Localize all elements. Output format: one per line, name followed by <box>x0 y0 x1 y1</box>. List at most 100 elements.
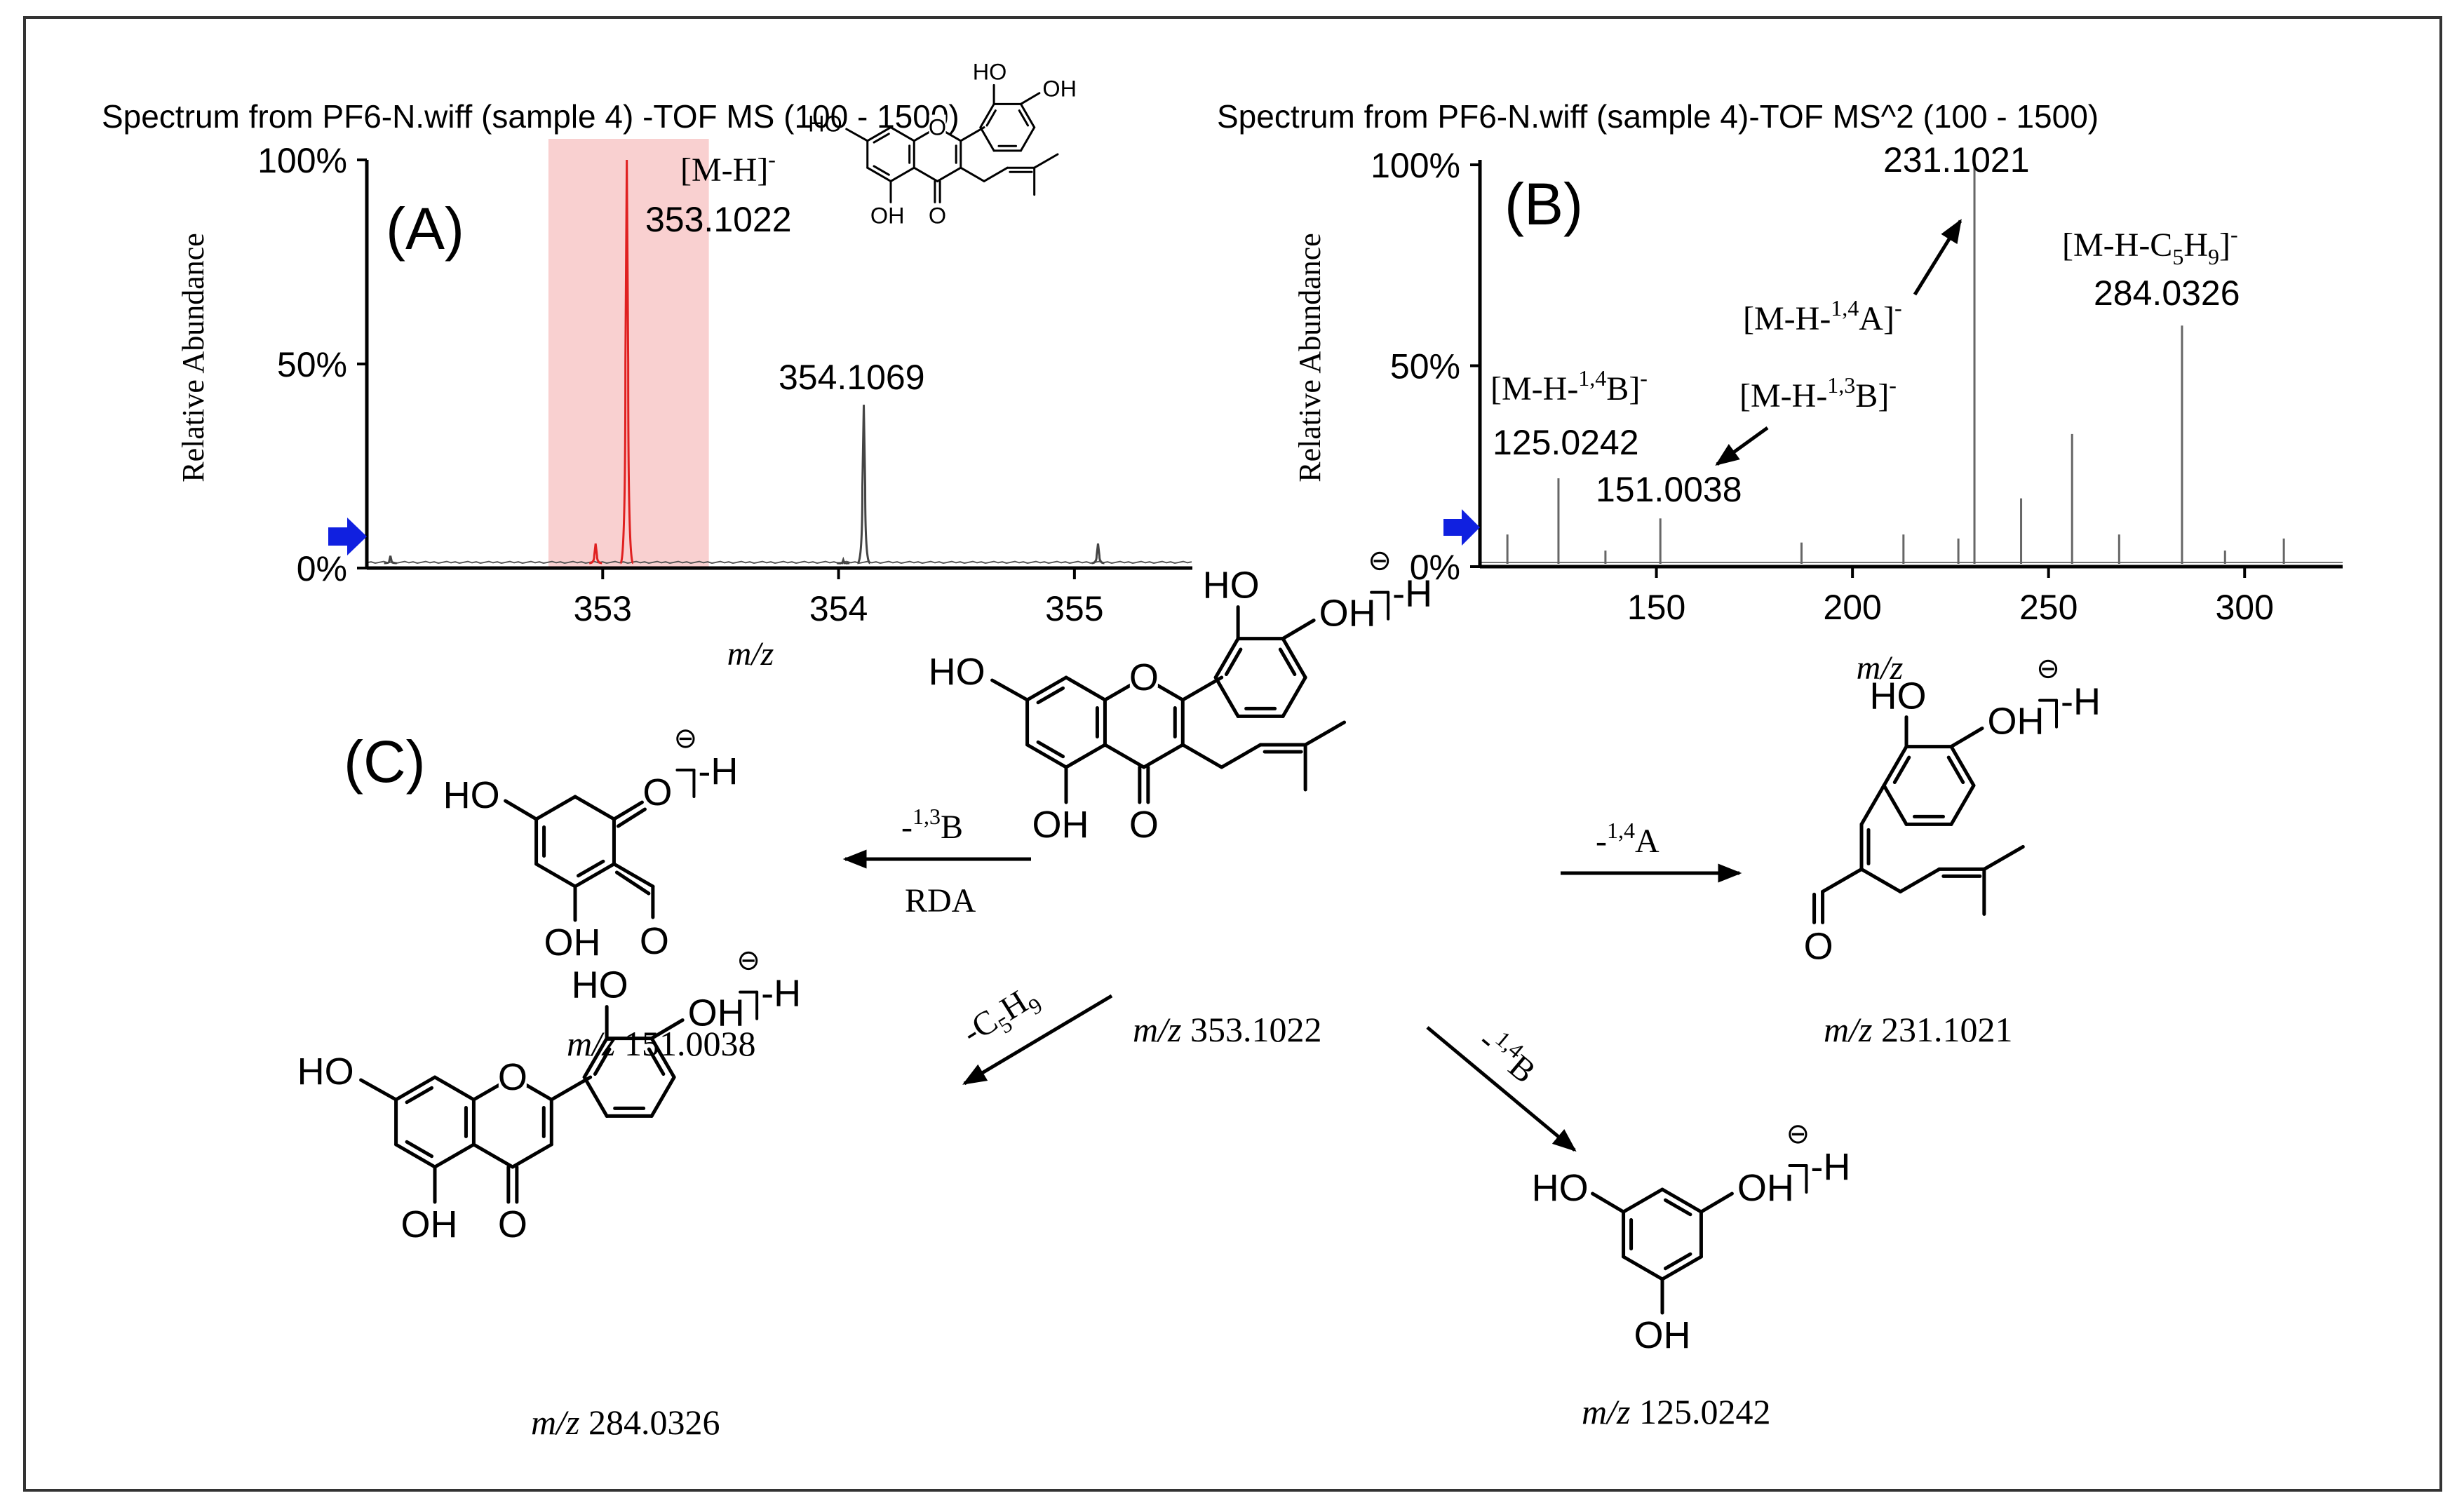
x-tick-label: 354 <box>809 589 868 628</box>
deprotonation-label: -H <box>2061 681 2101 723</box>
bond <box>1064 743 1107 769</box>
bond <box>582 1075 609 1118</box>
arrow-13b-label: -1,3B <box>901 804 963 846</box>
bond <box>1180 743 1224 769</box>
bond <box>990 678 1030 702</box>
charge-icon: ⊖ <box>2036 654 2060 684</box>
bond <box>1882 783 1908 826</box>
bond <box>511 1142 553 1169</box>
panel-b-peaks <box>1480 165 2343 564</box>
bond <box>1103 743 1146 769</box>
bond <box>1982 844 2025 871</box>
bond <box>1663 1198 1692 1217</box>
bond <box>979 126 995 152</box>
bond <box>1281 619 1316 641</box>
bond <box>873 165 890 176</box>
x-tick-label: 250 <box>2019 588 2078 627</box>
bond <box>979 102 995 129</box>
panel-c-letter: (C) <box>344 729 426 795</box>
y-tick-label: 100% <box>257 141 347 180</box>
bond <box>614 870 651 896</box>
bond <box>394 1142 437 1169</box>
arrow-to-231 <box>1913 219 1963 296</box>
atom-label: O <box>498 1203 527 1246</box>
y-tick-label: 100% <box>1371 146 1460 185</box>
bond <box>1064 675 1107 702</box>
label-14a-loss: [M-H-1,4A]- <box>1743 295 1902 337</box>
spectrum-peak <box>1091 543 1105 565</box>
bond <box>889 126 915 142</box>
deprotonation-label: -H <box>761 973 801 1015</box>
label-284-formula: [M-H-C5H9]- <box>2062 222 2238 269</box>
atom-bg <box>929 114 946 133</box>
panel-a-peaks <box>366 159 1192 565</box>
bond <box>1019 126 1036 152</box>
charge-icon: ⊖ <box>1368 546 1392 576</box>
bond <box>1036 686 1065 705</box>
bond <box>1882 745 1908 788</box>
mz-label-353: m/z 353.1022 <box>1133 1010 1321 1049</box>
arrow-to-151 <box>1715 426 1769 466</box>
label-231: 231.1021 <box>1883 140 2030 180</box>
bond <box>1278 647 1297 677</box>
charge-icon: ⊖ <box>674 723 698 754</box>
atom-label: HO <box>1870 675 1927 717</box>
panel-b-spectrum: Spectrum from PF6-N.wiff (sample 4)-TOF … <box>1217 98 2343 687</box>
bond <box>960 126 985 142</box>
arrow-c5h9 <box>962 994 1113 1086</box>
bond <box>1660 1187 1703 1214</box>
x-tick-label: 300 <box>2216 588 2274 627</box>
spectrum-peak <box>856 405 871 565</box>
bond <box>889 166 915 182</box>
bond <box>1224 647 1243 677</box>
label-14b-loss: [M-H-1,4B]- <box>1490 365 1648 407</box>
bond <box>359 1078 398 1102</box>
atom-label: OH <box>1737 1167 1794 1209</box>
bond <box>1898 867 1941 893</box>
atom-label: HO <box>443 774 500 816</box>
panel-b-letter: (B) <box>1504 171 1583 237</box>
bond <box>433 1142 476 1169</box>
panel-a-isotope-mz: 354.1069 <box>779 358 925 397</box>
x-tick-label: 353 <box>574 589 632 628</box>
bond <box>504 799 539 821</box>
bond <box>913 166 939 182</box>
mz-label-231: m/z 231.1021 <box>1824 1010 2012 1049</box>
bond <box>1663 1252 1692 1271</box>
bond <box>983 166 1009 182</box>
bond <box>985 109 997 127</box>
atom-label: HO <box>1203 565 1260 607</box>
bond <box>1949 783 1976 826</box>
bond <box>866 166 892 182</box>
label-13b-loss: [M-H-1,3B]- <box>1739 372 1897 414</box>
bond <box>1213 637 1240 680</box>
bond <box>616 807 647 828</box>
y-tick-label: 0% <box>297 549 347 588</box>
arrow-14b-label: -1,4B <box>1472 1018 1546 1091</box>
atom-label: OH <box>688 992 745 1034</box>
bond <box>1859 783 1886 826</box>
atom-label: OH <box>1032 804 1089 846</box>
bond <box>1025 675 1068 702</box>
atom-label: HO <box>973 60 1007 85</box>
spectrum-peak <box>619 159 635 565</box>
atom-label: O <box>929 203 946 228</box>
atom-label: HO <box>572 964 628 1006</box>
bond <box>394 1075 437 1102</box>
panel-b-blue-arrow-icon <box>1443 509 1480 546</box>
mz-label-151: m/z 151.0038 <box>567 1024 755 1063</box>
deprotonation-label: -H <box>1392 573 1432 615</box>
atom-label: O <box>640 920 669 962</box>
atom-label: OH <box>1042 76 1077 102</box>
bond <box>1949 727 1984 749</box>
bond <box>866 126 892 142</box>
atom-label: OH <box>870 203 905 228</box>
atom-label: O <box>1129 804 1159 846</box>
